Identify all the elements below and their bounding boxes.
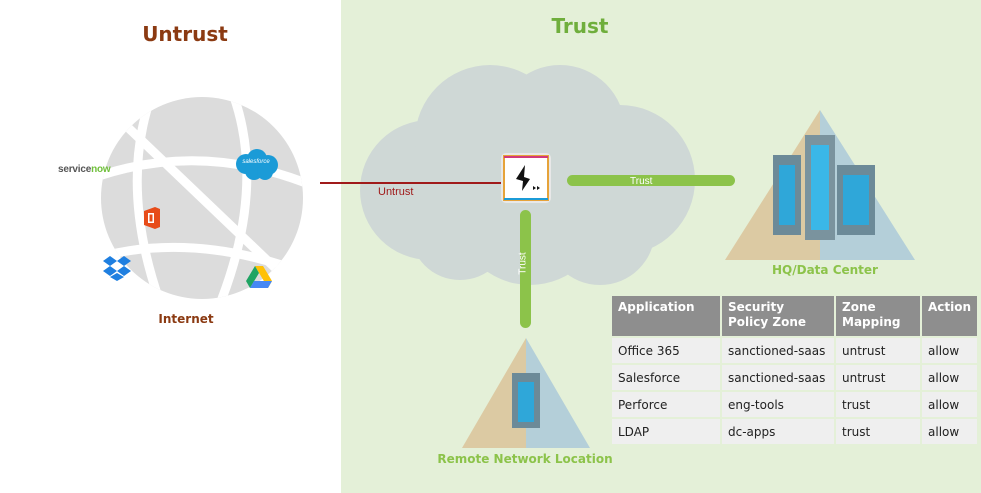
remote-network-icon <box>462 338 590 448</box>
remote-network-label: Remote Network Location <box>437 452 613 466</box>
trust-link-vertical <box>520 210 531 328</box>
cell-security-zone: eng-tools <box>722 392 834 417</box>
cell-application: LDAP <box>612 419 720 444</box>
trust-link-vertical-label: Trust <box>517 252 529 275</box>
servicenow-logo: servicenow <box>58 164 111 175</box>
hq-datacenter-icon <box>725 110 915 260</box>
cell-application: Perforce <box>612 392 720 417</box>
column-header-action: Action <box>922 296 978 336</box>
cell-action: allow <box>922 338 978 363</box>
hq-datacenter-label: HQ/Data Center <box>772 263 878 277</box>
table-row: Office 365 sanctioned-saas untrust allow <box>612 338 978 363</box>
cell-application: Salesforce <box>612 365 720 390</box>
table-row: LDAP dc-apps trust allow <box>612 419 978 444</box>
office-icon <box>144 207 160 229</box>
cell-zone-mapping: untrust <box>836 338 920 363</box>
cell-security-zone: sanctioned-saas <box>722 338 834 363</box>
untrust-link-line <box>320 182 502 184</box>
column-header-zone-mapping: Zone Mapping <box>836 296 920 336</box>
cell-zone-mapping: trust <box>836 392 920 417</box>
trust-link-horizontal-label: Trust <box>630 176 653 187</box>
internet-globe-icon <box>101 97 303 299</box>
table-row: Salesforce sanctioned-saas untrust allow <box>612 365 978 390</box>
cell-action: allow <box>922 392 978 417</box>
salesforce-cloud-icon <box>236 149 278 180</box>
untrust-link-label: Untrust <box>378 186 414 198</box>
prisma-access-icon <box>503 155 549 201</box>
cell-action: allow <box>922 365 978 390</box>
salesforce-logo-text: salesforce <box>242 159 270 165</box>
untrust-zone-title: Untrust <box>142 22 228 46</box>
gateway-node[interactable] <box>503 155 549 201</box>
dropbox-icon <box>103 256 131 281</box>
column-header-application: Application <box>612 296 720 336</box>
column-header-security-policy-zone: Security Policy Zone <box>722 296 834 336</box>
security-policy-table: Application Security Policy Zone Zone Ma… <box>610 294 979 446</box>
trust-zone-title: Trust <box>551 14 609 38</box>
google-drive-icon <box>246 266 272 288</box>
cell-zone-mapping: untrust <box>836 365 920 390</box>
table-header-row: Application Security Policy Zone Zone Ma… <box>612 296 978 336</box>
cell-zone-mapping: trust <box>836 419 920 444</box>
cell-security-zone: sanctioned-saas <box>722 365 834 390</box>
cell-security-zone: dc-apps <box>722 419 834 444</box>
table-row: Perforce eng-tools trust allow <box>612 392 978 417</box>
cell-application: Office 365 <box>612 338 720 363</box>
cell-action: allow <box>922 419 978 444</box>
internet-label: Internet <box>158 312 214 326</box>
trust-link-horizontal <box>567 175 735 186</box>
